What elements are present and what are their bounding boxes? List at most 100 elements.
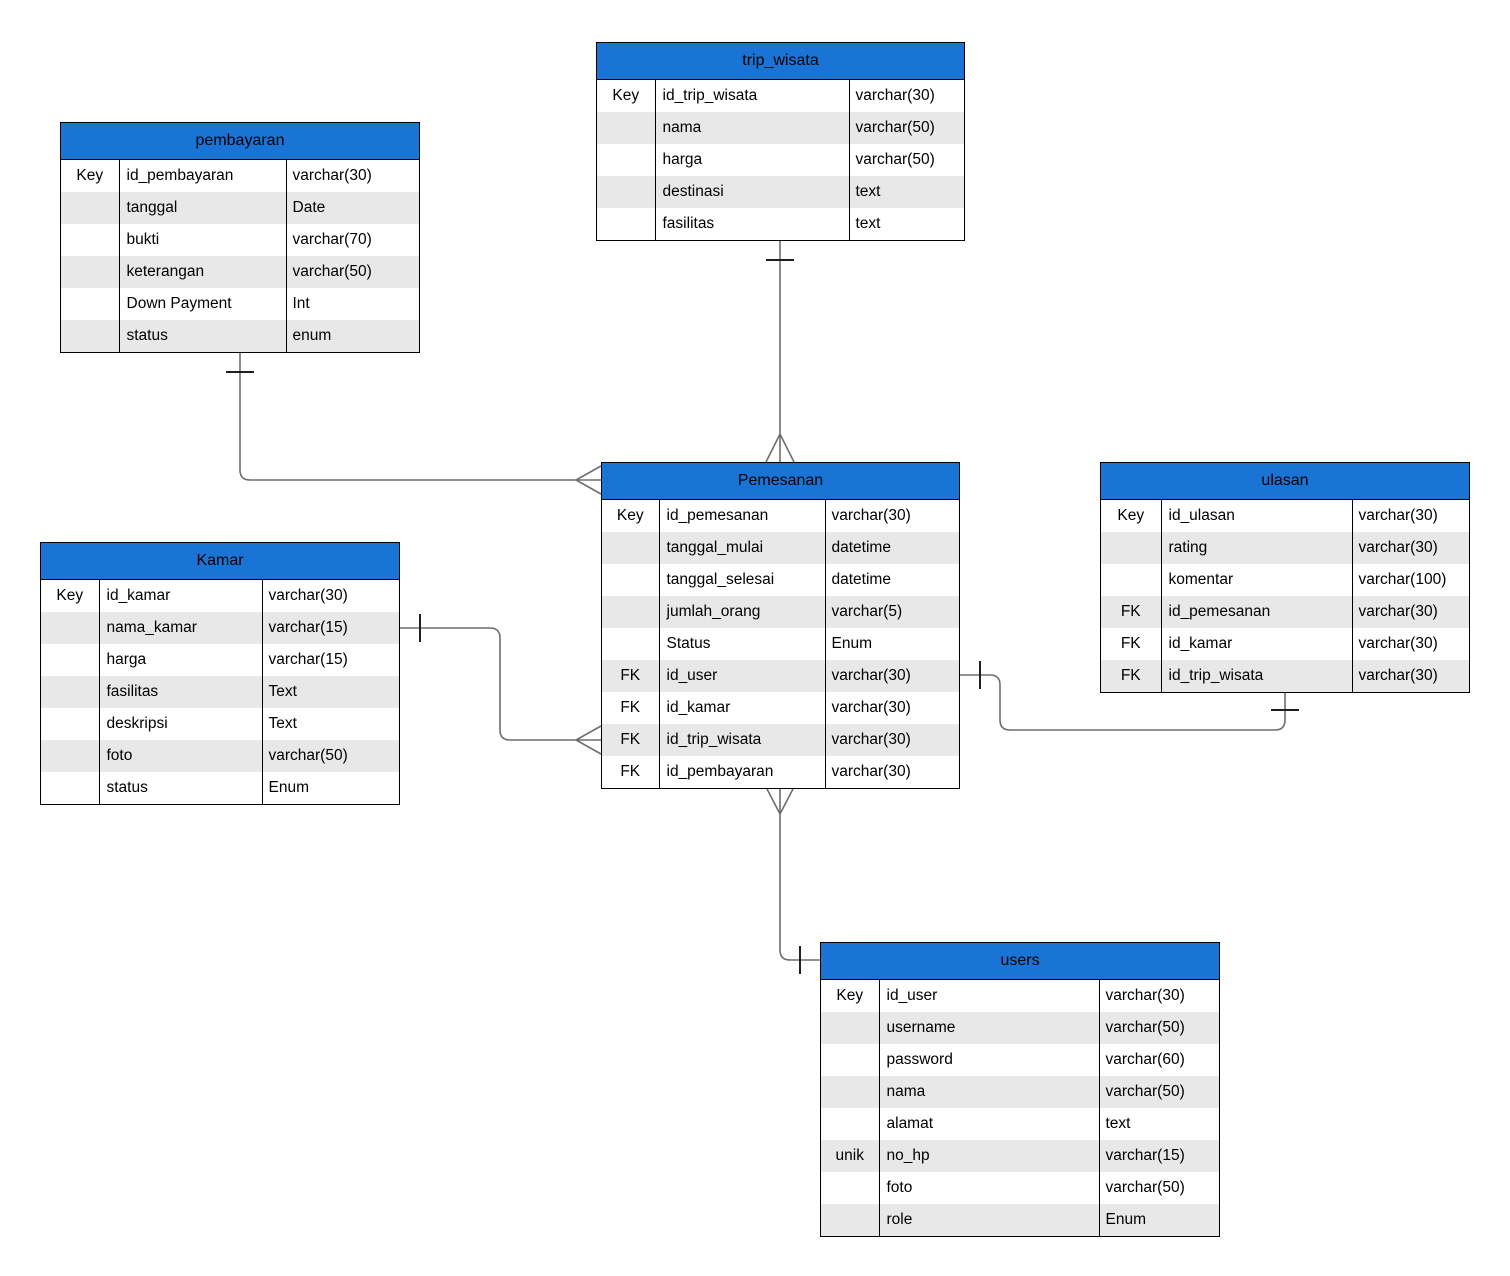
cardinality-many-crowfoot: [574, 725, 602, 755]
column-name: fasilitas: [99, 676, 263, 708]
column-name: harga: [99, 644, 263, 676]
column-name: foto: [99, 740, 263, 772]
column-key-flag: [821, 1108, 880, 1140]
column-type: varchar(70): [286, 224, 419, 256]
column-key-flag: [61, 224, 120, 256]
column-name: bukti: [119, 224, 287, 256]
column-name: id_trip_wisata: [655, 80, 850, 112]
column-name: komentar: [1161, 564, 1353, 596]
entity-kamar-title: Kamar: [41, 543, 399, 580]
column-name: id_kamar: [659, 692, 826, 724]
column-type: Text: [262, 708, 399, 740]
column-key-flag: [597, 144, 656, 176]
relationship-line: [779, 787, 820, 961]
column-type: varchar(30): [1352, 500, 1469, 532]
column-key-flag: FK: [602, 724, 660, 756]
column-key-flag: [41, 772, 100, 804]
column-key-flag: [1101, 532, 1162, 564]
column-type: varchar(15): [1099, 1140, 1219, 1172]
column-name: nama: [879, 1076, 1100, 1108]
column-name: alamat: [879, 1108, 1100, 1140]
column-type: varchar(15): [262, 644, 399, 676]
column-name: password: [879, 1044, 1100, 1076]
column-name: no_hp: [879, 1140, 1100, 1172]
column-type: Enum: [262, 772, 399, 804]
column-key-flag: [602, 532, 660, 564]
column-type: enum: [286, 320, 419, 352]
relationship-trip_wisata-pemesanan: [765, 239, 795, 463]
column-name: id_kamar: [99, 580, 263, 612]
column-key-flag: [821, 1172, 880, 1204]
relationship-pemesanan-users: [765, 786, 820, 974]
column-key-flag: [602, 628, 660, 660]
column-key-flag: Key: [602, 500, 660, 532]
column-name: status: [99, 772, 263, 804]
column-type: Enum: [1099, 1204, 1219, 1236]
column-name: id_user: [659, 660, 826, 692]
column-type: text: [849, 208, 964, 240]
column-name: destinasi: [655, 176, 850, 208]
column-name: jumlah_orang: [659, 596, 826, 628]
cardinality-many-crowfoot: [765, 432, 795, 463]
column-name: keterangan: [119, 256, 287, 288]
relationship-line: [239, 351, 601, 481]
column-name: id_trip_wisata: [1161, 660, 1353, 692]
column-name: deskripsi: [99, 708, 263, 740]
column-type: varchar(30): [1352, 628, 1469, 660]
column-key-flag: [61, 192, 120, 224]
column-type: Enum: [825, 628, 959, 660]
column-type: varchar(30): [825, 660, 959, 692]
column-key-flag: [602, 564, 660, 596]
entity-users-title: users: [821, 943, 1219, 980]
column-type: varchar(30): [286, 160, 419, 192]
column-type: varchar(50): [1099, 1012, 1219, 1044]
column-key-flag: [61, 288, 120, 320]
column-key-flag: Key: [597, 80, 656, 112]
column-type: varchar(50): [1099, 1172, 1219, 1204]
column-name: id_user: [879, 980, 1100, 1012]
column-key-flag: [602, 596, 660, 628]
column-type: Date: [286, 192, 419, 224]
relationship-pembayaran-pemesanan: [226, 351, 602, 495]
column-name: status: [119, 320, 287, 352]
column-key-flag: [61, 320, 120, 352]
column-name: fasilitas: [655, 208, 850, 240]
column-type: varchar(30): [849, 80, 964, 112]
column-name: role: [879, 1204, 1100, 1236]
column-key-flag: Key: [1101, 500, 1162, 532]
column-type: varchar(30): [262, 580, 399, 612]
column-name: foto: [879, 1172, 1100, 1204]
column-key-flag: [61, 256, 120, 288]
column-type: varchar(30): [825, 756, 959, 788]
column-key-flag: [821, 1204, 880, 1236]
